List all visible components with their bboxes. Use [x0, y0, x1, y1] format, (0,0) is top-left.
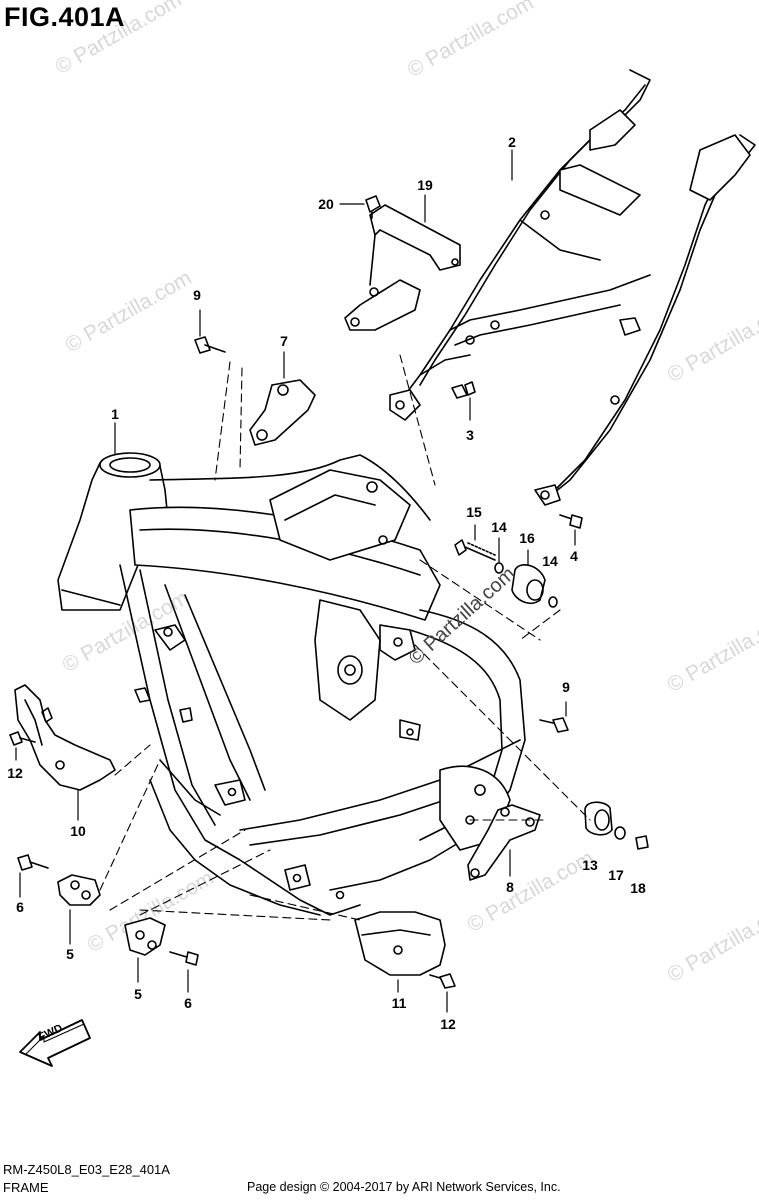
link-bracket-8 [467, 804, 541, 881]
bolt-12-bottom [429, 973, 456, 1013]
callout-8: 8 [506, 879, 514, 895]
callout-12: 12 [7, 765, 23, 781]
callout-19: 19 [417, 177, 433, 193]
callout-11: 11 [391, 995, 407, 1011]
bolt-9-right [539, 701, 569, 733]
callout-13: 13 [582, 857, 598, 873]
mount-hardware-15-14-16 [454, 524, 558, 608]
callout-15: 15 [466, 504, 482, 520]
callout-6: 6 [184, 995, 192, 1011]
callout-5: 5 [134, 986, 142, 1002]
fwd-arrow [19, 1019, 91, 1067]
spacer-13-nut-18 [584, 801, 649, 850]
bolt-20 [339, 195, 381, 219]
callout-1: 1 [111, 406, 119, 422]
bolt-6-bracket-5-left [17, 854, 101, 945]
callout-9: 9 [562, 679, 570, 695]
assembly-lines [99, 354, 591, 921]
figure-code: RM-Z450L8_E03_E28_401A [3, 1162, 170, 1177]
callout-12: 12 [440, 1016, 456, 1032]
main-frame [57, 452, 526, 916]
bolt-12-left [9, 731, 36, 761]
bolt-4 [559, 514, 583, 546]
callout-17: 17 [608, 867, 624, 883]
bolt-6-bracket-5-bottom [124, 917, 199, 993]
bolt-9-top [194, 309, 226, 354]
callout-9: 9 [193, 287, 201, 303]
copyright-notice: Page design © 2004-2017 by ARI Network S… [247, 1180, 561, 1194]
figure-name: FRAME [3, 1180, 49, 1195]
callout-10: 10 [70, 823, 86, 839]
callout-20: 20 [318, 196, 334, 212]
figure-title: FIG.401A [4, 2, 126, 32]
guard-10 [14, 684, 116, 821]
callout-leaders [114, 149, 513, 456]
engine-bracket-7 [249, 351, 316, 446]
callout-14: 14 [542, 553, 558, 569]
callout-18: 18 [630, 880, 646, 896]
rear-subframe [344, 69, 756, 506]
callout-4: 4 [570, 548, 578, 564]
callout-5: 5 [66, 946, 74, 962]
callout-3: 3 [466, 427, 474, 443]
callout-14: 14 [491, 519, 507, 535]
guard-11 [354, 911, 446, 993]
bracket-19 [369, 204, 461, 286]
callout-7: 7 [280, 333, 288, 349]
callout-6: 6 [16, 899, 24, 915]
callout-16: 16 [519, 530, 535, 546]
callout-2: 2 [508, 134, 516, 150]
bolt-3 [451, 381, 476, 421]
